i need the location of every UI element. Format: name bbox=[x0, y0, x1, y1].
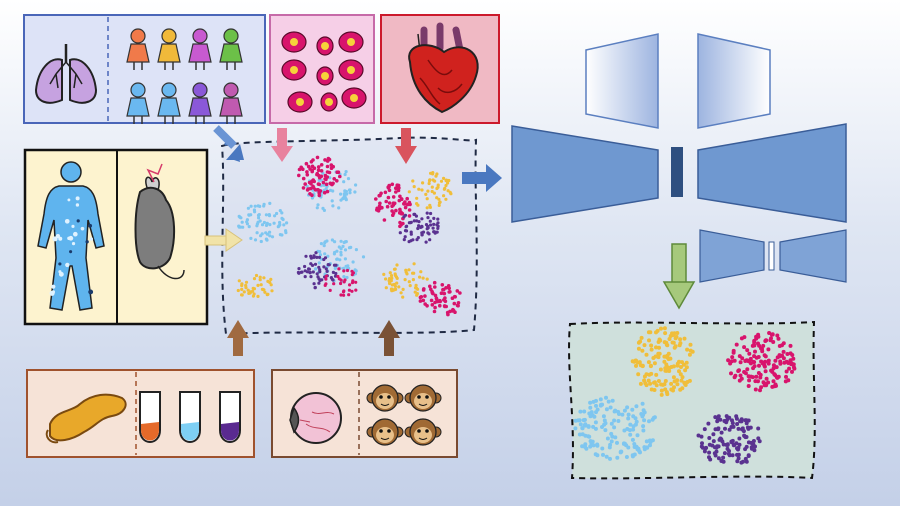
pancreas-icon bbox=[45, 393, 127, 444]
panel-pancreas-tubes bbox=[26, 369, 255, 458]
monkey-face-icon bbox=[366, 384, 404, 412]
child-figure-icon bbox=[157, 82, 181, 124]
mixed-data-region bbox=[220, 136, 478, 336]
model-small-pair bbox=[699, 229, 847, 283]
output-region bbox=[568, 320, 816, 480]
panel-heart bbox=[380, 14, 500, 124]
cell-icon bbox=[316, 36, 334, 56]
cluster-pink bbox=[374, 182, 412, 229]
arrow-from-eye-monkeys bbox=[378, 320, 400, 356]
arrow-from-cells bbox=[271, 128, 293, 162]
monkey-face-icon bbox=[404, 418, 442, 446]
model-diagram bbox=[511, 33, 847, 310]
output-cluster-purple bbox=[696, 414, 762, 465]
test-tube-icon bbox=[139, 391, 161, 443]
child-figure-icon bbox=[219, 28, 243, 70]
heart-icon bbox=[408, 22, 479, 114]
test-tube-icon bbox=[179, 391, 201, 443]
cell-icon bbox=[341, 87, 367, 109]
mixed-clusters bbox=[236, 155, 462, 317]
arrow-from-pancreas bbox=[227, 320, 249, 356]
cell-icon bbox=[316, 66, 334, 86]
arrow-to-output bbox=[662, 243, 696, 310]
cluster-yellow bbox=[236, 273, 274, 298]
child-figure-icon bbox=[188, 82, 212, 124]
cells-group bbox=[281, 31, 367, 113]
cluster-lightblue bbox=[313, 238, 366, 283]
panel-lungs-children bbox=[23, 14, 266, 124]
arrow-from-heart bbox=[395, 128, 417, 164]
child-figure-icon bbox=[126, 82, 150, 124]
cell-icon bbox=[281, 31, 307, 53]
output-cluster-pink bbox=[726, 331, 797, 393]
cell-icon bbox=[287, 91, 313, 113]
mouse-icon bbox=[134, 163, 185, 280]
arrow-from-lungs bbox=[213, 125, 244, 162]
child-figure-icon bbox=[157, 28, 181, 70]
cluster-pink bbox=[297, 155, 342, 198]
monkeys-group bbox=[366, 384, 442, 446]
cell-icon bbox=[281, 59, 307, 81]
lungs-icon bbox=[34, 44, 98, 104]
cluster-purple bbox=[398, 211, 440, 244]
arrow-to-model bbox=[462, 164, 502, 192]
panel-human-mouse bbox=[23, 148, 209, 326]
test-tubes-group bbox=[139, 391, 241, 443]
cluster-lightblue bbox=[237, 201, 289, 244]
output-cluster-lightblue bbox=[573, 395, 657, 461]
model-top-pair bbox=[585, 33, 771, 129]
cell-icon bbox=[338, 31, 364, 53]
panel-eye-monkeys bbox=[271, 369, 458, 458]
model-encoder-decoder bbox=[511, 123, 847, 223]
human-body-icon bbox=[37, 161, 105, 311]
child-figure-icon bbox=[126, 28, 150, 70]
cell-icon bbox=[338, 59, 364, 81]
cluster-pink bbox=[418, 280, 462, 317]
input-arrows bbox=[204, 125, 502, 356]
cluster-yellow bbox=[407, 171, 453, 210]
monkey-face-icon bbox=[366, 418, 404, 446]
cluster-pink bbox=[323, 267, 358, 297]
eyeball-icon bbox=[289, 392, 342, 444]
cell-icon bbox=[320, 92, 338, 112]
child-figure-icon bbox=[219, 82, 243, 124]
test-tube-icon bbox=[219, 391, 241, 443]
child-figure-icon bbox=[188, 28, 212, 70]
output-cluster-yellow bbox=[630, 326, 695, 397]
cluster-yellow bbox=[382, 262, 429, 299]
panel-cells bbox=[269, 14, 375, 124]
monkey-face-icon bbox=[404, 384, 442, 412]
output-clusters bbox=[573, 326, 797, 465]
children-group bbox=[126, 28, 243, 124]
arrow-from-human-mouse bbox=[204, 228, 243, 252]
